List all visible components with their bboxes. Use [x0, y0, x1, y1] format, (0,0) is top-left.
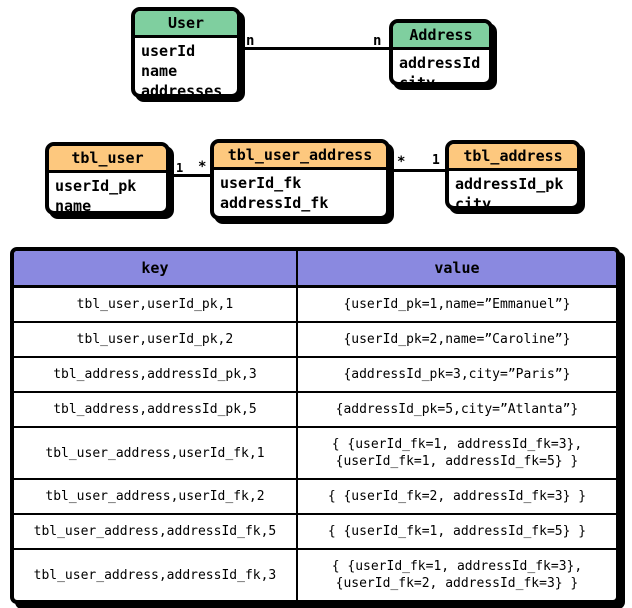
- cardinality-label-tbl-address: 1: [432, 153, 440, 168]
- value-cell: {addressId_pk=5,city=”Atlanta”}: [296, 391, 616, 427]
- entity-address: Address addressId city: [389, 19, 493, 86]
- table-row: tbl_user_address,userId_fk,1{ {userId_fk…: [14, 426, 616, 479]
- key-cell: tbl_user_address,addressId_fk,5: [14, 513, 298, 549]
- table-column: city: [455, 195, 492, 210]
- key-cell: tbl_address,addressId_pk,3: [14, 356, 298, 392]
- value-line: {userId_fk=2, addressId_fk=3} }: [335, 576, 579, 591]
- value-line: {userId_pk=1,name=”Emmanuel”}: [343, 297, 571, 312]
- cardinality-label-junction-right: *: [397, 154, 406, 170]
- uml-connector-line: [244, 47, 389, 50]
- value-line: { {userId_fk=1, addressId_fk=5} }: [327, 524, 587, 539]
- entity-address-title: Address: [393, 23, 489, 50]
- table-row: tbl_user_address,addressId_fk,5 { {userId…: [14, 513, 616, 549]
- value-line: {addressId_pk=3,city=”Paris”}: [343, 367, 571, 382]
- table-row: tbl_address,addressId_pk,5 {addressId_pk=…: [14, 391, 616, 427]
- table-column: addressId_pk: [455, 175, 564, 193]
- value-line: { {userId_fk=2, addressId_fk=3} }: [327, 489, 587, 504]
- table-row: tbl_user,userId_pk,2 {userId_pk=2,name=”C…: [14, 321, 616, 357]
- table-tbl-address-title: tbl_address: [449, 144, 577, 171]
- entity-field: addresses: [141, 82, 223, 98]
- table-row: tbl_user_address,userId_fk,2 { {userId_fk…: [14, 478, 616, 514]
- key-cell: tbl_user_address,userId_fk,1: [14, 426, 298, 479]
- table-tbl-user-address-title: tbl_user_address: [214, 143, 386, 170]
- kv-header-key: key: [14, 251, 298, 288]
- entity-field: addressId: [399, 54, 481, 72]
- kv-header-row: key value: [14, 251, 616, 288]
- key-value-table: key value tbl_user,userId_pk,1 {userId_pk…: [10, 247, 620, 604]
- table-row: tbl_address,addressId_pk,3 {addressId_pk=…: [14, 356, 616, 392]
- value-line: {userId_fk=1, addressId_fk=5} }: [335, 454, 579, 469]
- cardinality-label-junction-left: *: [198, 159, 207, 175]
- cardinality-label-address: n: [373, 33, 382, 49]
- cardinality-label-tbl-user: 1: [176, 161, 184, 175]
- entity-field: userId: [141, 42, 196, 60]
- value-cell: { {userId_fk=1, addressId_fk=3}, {userId_…: [296, 426, 616, 479]
- entity-user: User userId name addresses: [131, 7, 241, 98]
- table-tbl-user-address: tbl_user_address userId_fk addressId_fk: [210, 139, 390, 220]
- relational-connector-1-line: [173, 174, 210, 177]
- entity-address-fields: addressId city: [393, 50, 489, 86]
- value-line: {addressId_pk=5,city=”Atlanta”}: [335, 402, 579, 417]
- value-line: { {userId_fk=1, addressId_fk=3},: [331, 559, 583, 574]
- table-tbl-user-address-fields: userId_fk addressId_fk: [214, 170, 386, 216]
- key-cell: tbl_user,userId_pk,2: [14, 321, 298, 357]
- value-cell: { {userId_fk=1, addressId_fk=5} }: [296, 513, 616, 549]
- cardinality-label-user: n: [246, 33, 255, 49]
- table-column: name: [55, 197, 92, 215]
- table-column: userId_fk: [220, 174, 302, 192]
- entity-field: name: [141, 62, 178, 80]
- key-cell: tbl_user_address,addressId_fk,3: [14, 548, 298, 600]
- table-column: userId_pk: [55, 177, 137, 195]
- kv-table-body: tbl_user,userId_pk,1 {userId_pk=1,name=”E…: [14, 286, 616, 600]
- entity-user-fields: userId name addresses: [135, 38, 237, 98]
- value-cell: {addressId_pk=3,city=”Paris”}: [296, 356, 616, 392]
- value-line: { {userId_fk=1, addressId_fk=3},: [331, 437, 583, 452]
- key-cell: tbl_user,userId_pk,1: [14, 286, 298, 322]
- table-row: tbl_user_address,addressId_fk,3{ {userId…: [14, 548, 616, 600]
- key-cell: tbl_address,addressId_pk,5: [14, 391, 298, 427]
- value-cell: { {userId_fk=2, addressId_fk=3} }: [296, 478, 616, 514]
- value-line: {userId_pk=2,name=”Caroline”}: [343, 332, 571, 347]
- table-row: tbl_user,userId_pk,1 {userId_pk=1,name=”E…: [14, 286, 616, 323]
- table-tbl-user-title: tbl_user: [49, 146, 166, 173]
- entity-user-title: User: [135, 11, 237, 38]
- value-cell: {userId_pk=2,name=”Caroline”}: [296, 321, 616, 357]
- key-cell: tbl_user_address,userId_fk,2: [14, 478, 298, 514]
- kv-header-value: value: [296, 251, 616, 288]
- entity-field: city: [399, 74, 436, 86]
- value-cell: {userId_pk=1,name=”Emmanuel”}: [297, 287, 616, 323]
- table-column: addressId_fk: [220, 194, 329, 212]
- value-cell: { {userId_fk=1, addressId_fk=3}, {userId_…: [296, 548, 616, 600]
- relational-connector-2-line: [394, 169, 445, 172]
